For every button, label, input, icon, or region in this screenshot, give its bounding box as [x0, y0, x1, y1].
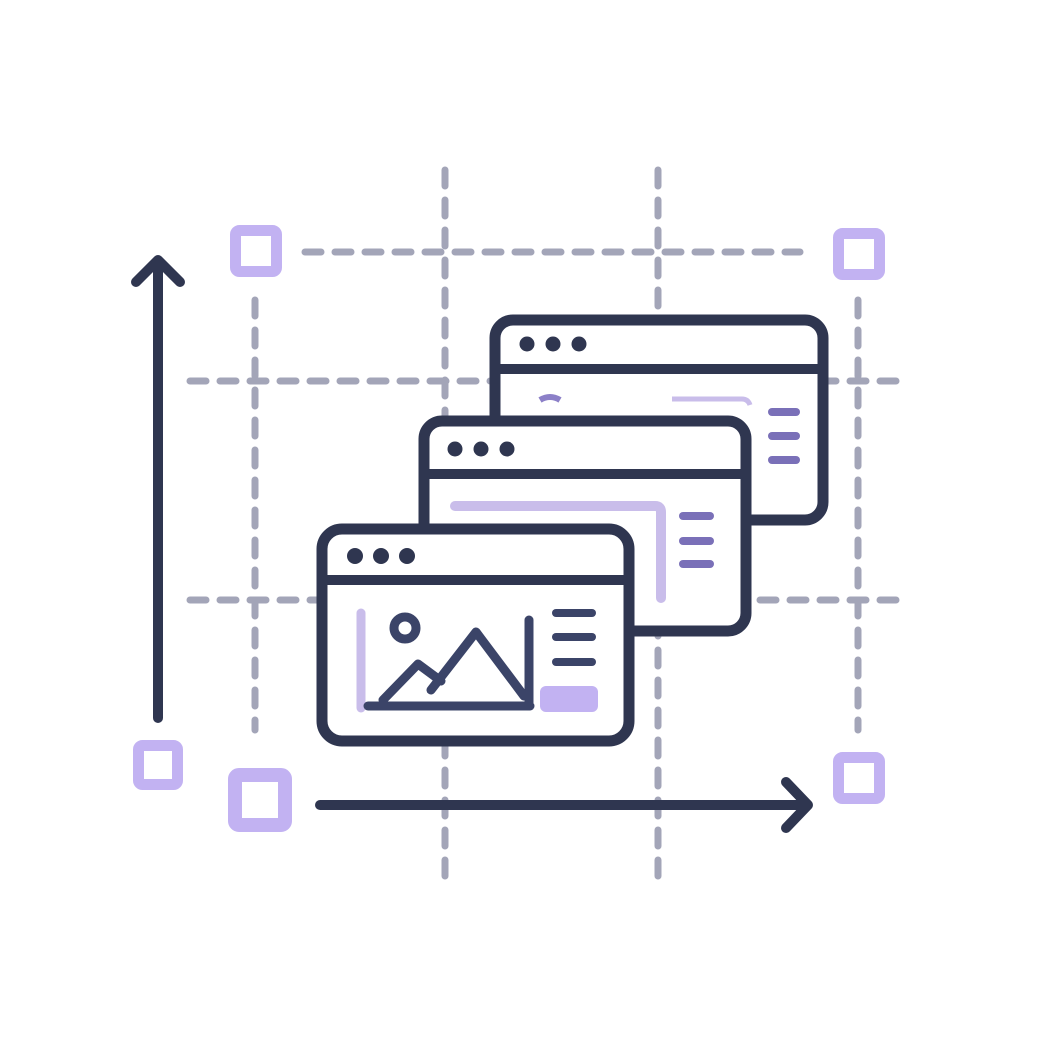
text-lines-icon	[679, 512, 714, 568]
horizontal-resize-arrow	[315, 777, 813, 833]
window-dots-icon	[447, 441, 515, 457]
handle-bottom-right-icon	[833, 752, 885, 804]
text-lines-icon	[552, 609, 596, 666]
vertical-resize-arrow	[131, 255, 185, 723]
image-placeholder-icon	[363, 612, 535, 711]
window-dots-icon	[347, 548, 415, 564]
window-dots-icon	[519, 336, 587, 352]
handle-top-left-icon	[230, 225, 282, 277]
handle-top-right-icon	[833, 228, 885, 280]
browser-window-front	[316, 523, 635, 747]
handle-bottom-left-icon	[228, 768, 292, 832]
text-lines-icon	[768, 408, 800, 464]
handle-bottom-left-small-icon	[133, 740, 183, 790]
resize-handles	[133, 225, 885, 832]
